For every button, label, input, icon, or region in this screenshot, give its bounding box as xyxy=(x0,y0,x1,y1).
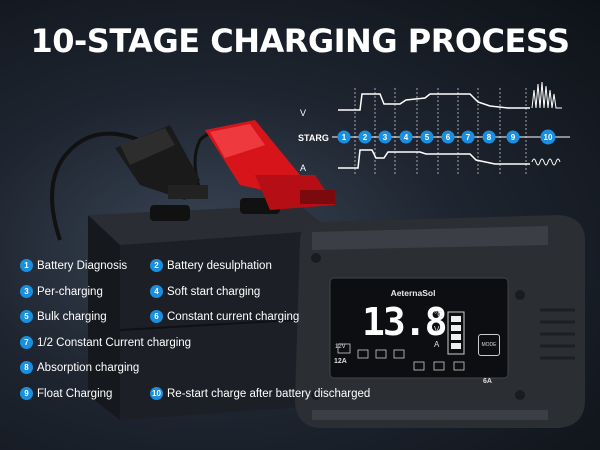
stage-badge-2: 2 xyxy=(358,130,372,144)
legend-item-3: 3 Per-charging xyxy=(20,285,103,298)
svg-text:8: 8 xyxy=(487,133,492,142)
svg-text:7: 7 xyxy=(466,133,471,142)
stage-badge-6: 6 xyxy=(441,130,455,144)
voltage-curve xyxy=(338,93,530,111)
legend-item-6: 6 Constant current charging xyxy=(150,310,299,323)
legend-item-7: 7 1/2 Constant Current charging xyxy=(20,336,191,349)
legend-badge-10: 10 xyxy=(150,387,163,400)
legend-item-1: 1 Battery Diagnosis xyxy=(20,259,127,272)
legend-text-7: 1/2 Constant Current charging xyxy=(37,336,192,349)
legend-item-8: 8 Absorption charging xyxy=(20,361,139,374)
svg-text:3: 3 xyxy=(383,133,388,142)
svg-text:1: 1 xyxy=(342,133,347,142)
lcd-unit-volt: V xyxy=(434,325,440,334)
current-axis-label: A xyxy=(300,163,306,173)
red-clamp xyxy=(205,120,335,210)
svg-text:4: 4 xyxy=(404,133,409,142)
legend-text-8: Absorption charging xyxy=(37,361,140,374)
current-oscillation xyxy=(531,158,561,166)
mode-button[interactable]: MODE xyxy=(478,334,500,356)
stage-axis-label: STARG xyxy=(298,133,329,143)
svg-text:6: 6 xyxy=(446,133,451,142)
battery-level-indicator xyxy=(447,311,465,355)
legend-text-1: Battery Diagnosis xyxy=(37,259,128,272)
legend-item-2: 2 Battery desulphation xyxy=(150,259,272,272)
legend-badge-1: 1 xyxy=(20,259,33,272)
legend-badge-7: 7 xyxy=(20,336,33,349)
voltage-spikes xyxy=(531,81,562,109)
black-cable xyxy=(50,131,151,241)
legend-text-10: Re-start charge after battery discharged xyxy=(167,387,371,400)
svg-text:9: 9 xyxy=(511,133,516,142)
legend-badge-6: 6 xyxy=(150,310,163,323)
voltage-axis-label: V xyxy=(300,108,306,118)
legend-badge-5: 5 xyxy=(20,310,33,323)
charger-vents xyxy=(540,308,575,360)
mode-icons xyxy=(337,343,465,371)
current-6a-label: 6A xyxy=(483,378,492,385)
legend-badge-2: 2 xyxy=(150,259,163,272)
legend-text-4: Soft start charging xyxy=(167,285,261,298)
charging-stage-diagram: V STARG A 1 2 3 4 5 6 7 8 9 10 xyxy=(298,81,570,175)
stage-badge-7: 7 xyxy=(461,130,475,144)
legend-item-9: 9 Float Charging xyxy=(20,387,112,400)
legend-badge-8: 8 xyxy=(20,361,33,374)
battery-charger xyxy=(295,215,585,428)
stage-dividers xyxy=(354,88,527,175)
stage-badge-1: 1 xyxy=(337,130,351,144)
legend-item-4: 4 Soft start charging xyxy=(150,285,260,298)
stage-badge-4: 4 xyxy=(399,130,413,144)
legend-item-5: 5 Bulk charging xyxy=(20,310,107,323)
legend-text-6: Constant current charging xyxy=(167,310,300,323)
lcd-voltage-readout: 13.8 xyxy=(362,300,448,344)
current-curve xyxy=(338,149,530,169)
charger-brand: AeternaSol xyxy=(390,288,436,298)
voltage-12v-tag: 12V xyxy=(335,344,346,350)
stage-badge-8: 8 xyxy=(482,130,496,144)
stage-badge-5: 5 xyxy=(420,130,434,144)
lcd-unit-celsius: °C xyxy=(434,310,443,319)
legend-badge-4: 4 xyxy=(150,285,163,298)
current-12a-label: 12A xyxy=(334,358,347,365)
lcd-unit-amp: A xyxy=(434,340,440,349)
legend-text-9: Float Charging xyxy=(37,387,113,400)
legend-text-5: Bulk charging xyxy=(37,310,107,323)
stage-badge-10: 10 xyxy=(540,129,556,145)
svg-text:5: 5 xyxy=(425,133,430,142)
stage-badge-9: 9 xyxy=(506,130,520,144)
stage-badge-3: 3 xyxy=(378,130,392,144)
legend-text-2: Battery desulphation xyxy=(167,259,272,272)
svg-text:2: 2 xyxy=(363,133,368,142)
legend-badge-3: 3 xyxy=(20,285,33,298)
black-clamp xyxy=(115,125,208,200)
svg-text:10: 10 xyxy=(544,133,553,142)
car-battery xyxy=(88,198,331,420)
page-title: 10-STAGE CHARGING PROCESS xyxy=(30,22,570,60)
legend-badge-9: 9 xyxy=(20,387,33,400)
legend-text-3: Per-charging xyxy=(37,285,103,298)
legend-item-10: 10 Re-start charge after battery dischar… xyxy=(150,387,370,400)
